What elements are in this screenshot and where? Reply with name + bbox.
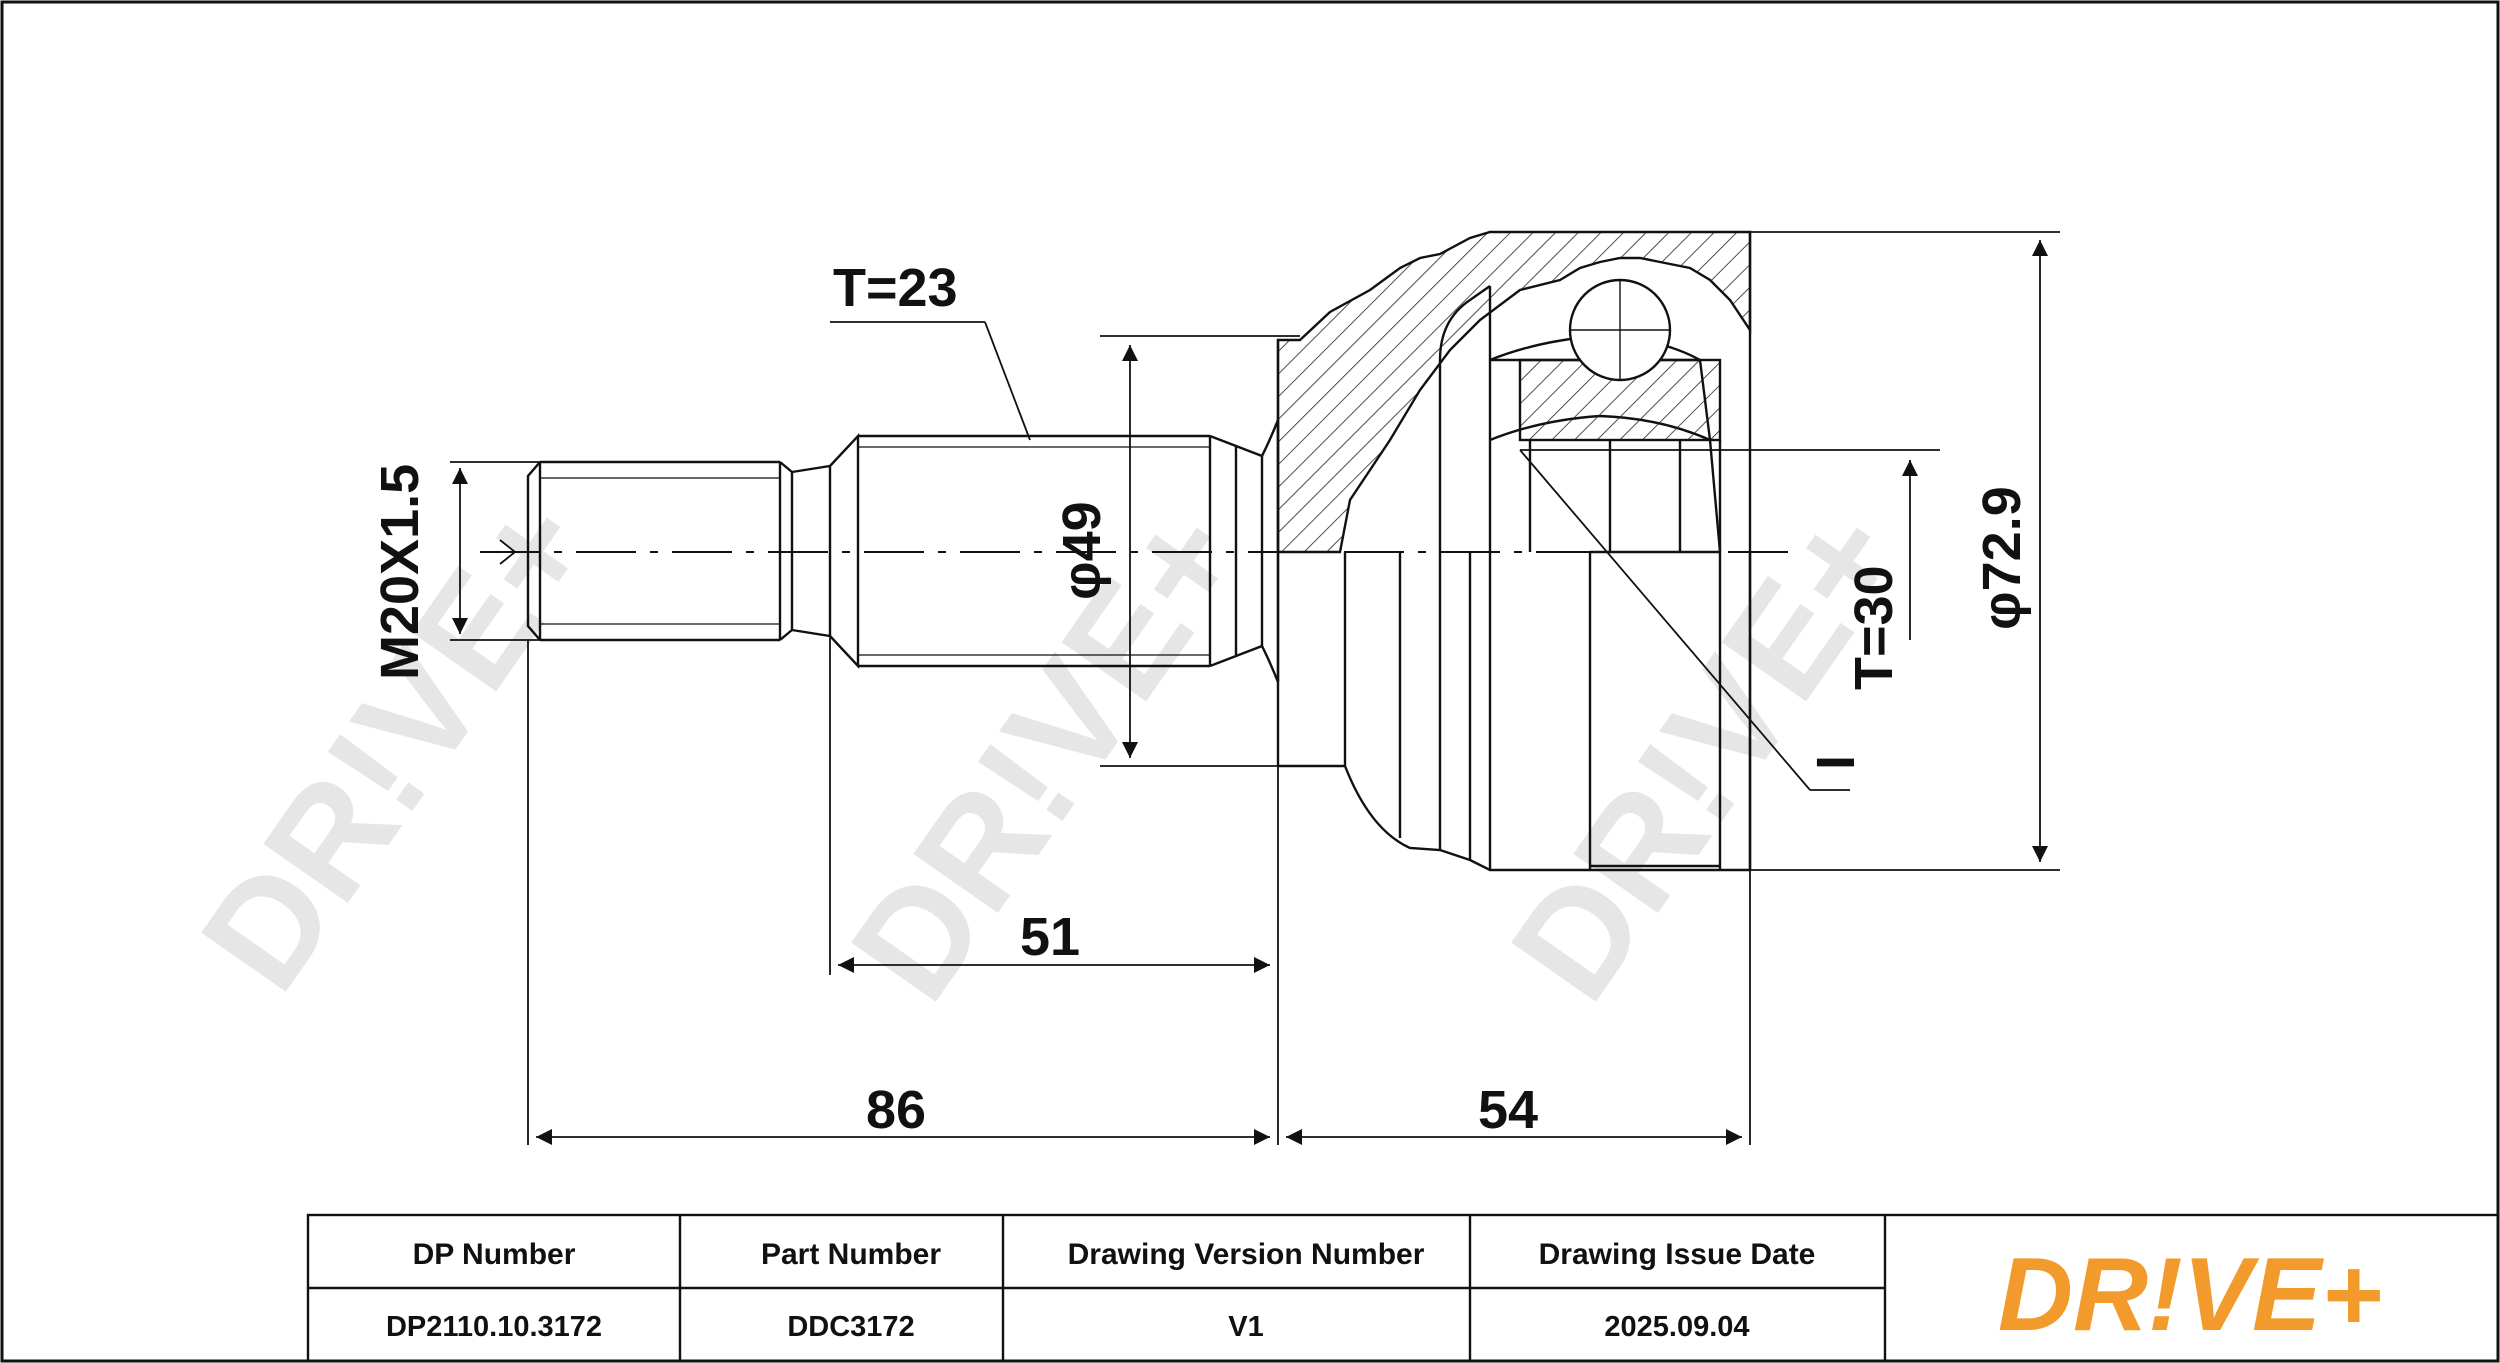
dim-51-label: 51 [1020,907,1080,967]
title-value-part-number: DDC3172 [787,1311,914,1343]
title-value-issue-date: 2025.09.04 [1604,1311,1749,1343]
dimension-lines [450,231,2060,1146]
threaded-end [526,460,832,642]
title-header-part-number: Part Number [761,1238,941,1271]
dim-86-label: 86 [866,1080,926,1140]
joint-housing [1276,230,1752,872]
title-value-dp-number: DP2110.10.3172 [386,1311,602,1343]
title-header-issue-date: Drawing Issue Date [1539,1238,1816,1271]
watermark-text: DR!VE+ [1479,478,1935,1028]
dim-marker-label: I [1806,755,1866,770]
dim-diameter-right-label: φ72.9 [1972,486,2032,630]
dim-thread-label: M20X1.5 [370,464,430,680]
title-header-dp-number: DP Number [413,1238,576,1271]
dim-spline-left-label: T=23 [833,258,958,318]
brand-logo: DR!VE+ [1998,1237,2382,1353]
dim-54-label: 54 [1478,1080,1538,1140]
dim-diameter-left-label: φ49 [1052,501,1112,600]
dim-spline-right-label: T=30 [1844,565,1904,690]
title-block [306,1213,2500,1363]
title-header-version: Drawing Version Number [1068,1238,1425,1271]
title-value-version: V1 [1228,1311,1263,1343]
